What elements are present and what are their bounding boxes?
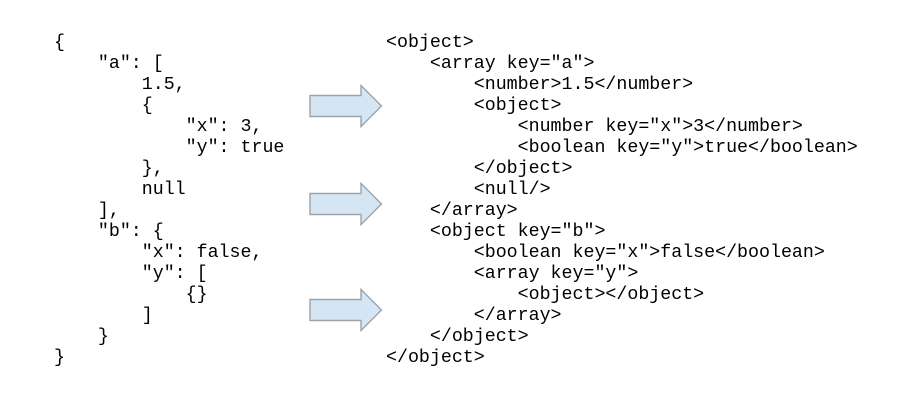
transform-right-arrow-icon (309, 182, 383, 226)
xml-result-code: <object> <array key="a"> <number>1.5</nu… (386, 33, 858, 368)
right-arrow-shape (309, 84, 383, 128)
transform-right-arrow-icon (309, 288, 383, 332)
right-arrow-shape (309, 182, 383, 226)
right-arrow-shape (309, 288, 383, 332)
json-source-code: { "a": [ 1.5, { "x": 3, "y": true }, nul… (54, 33, 285, 368)
transform-right-arrow-icon (309, 84, 383, 128)
